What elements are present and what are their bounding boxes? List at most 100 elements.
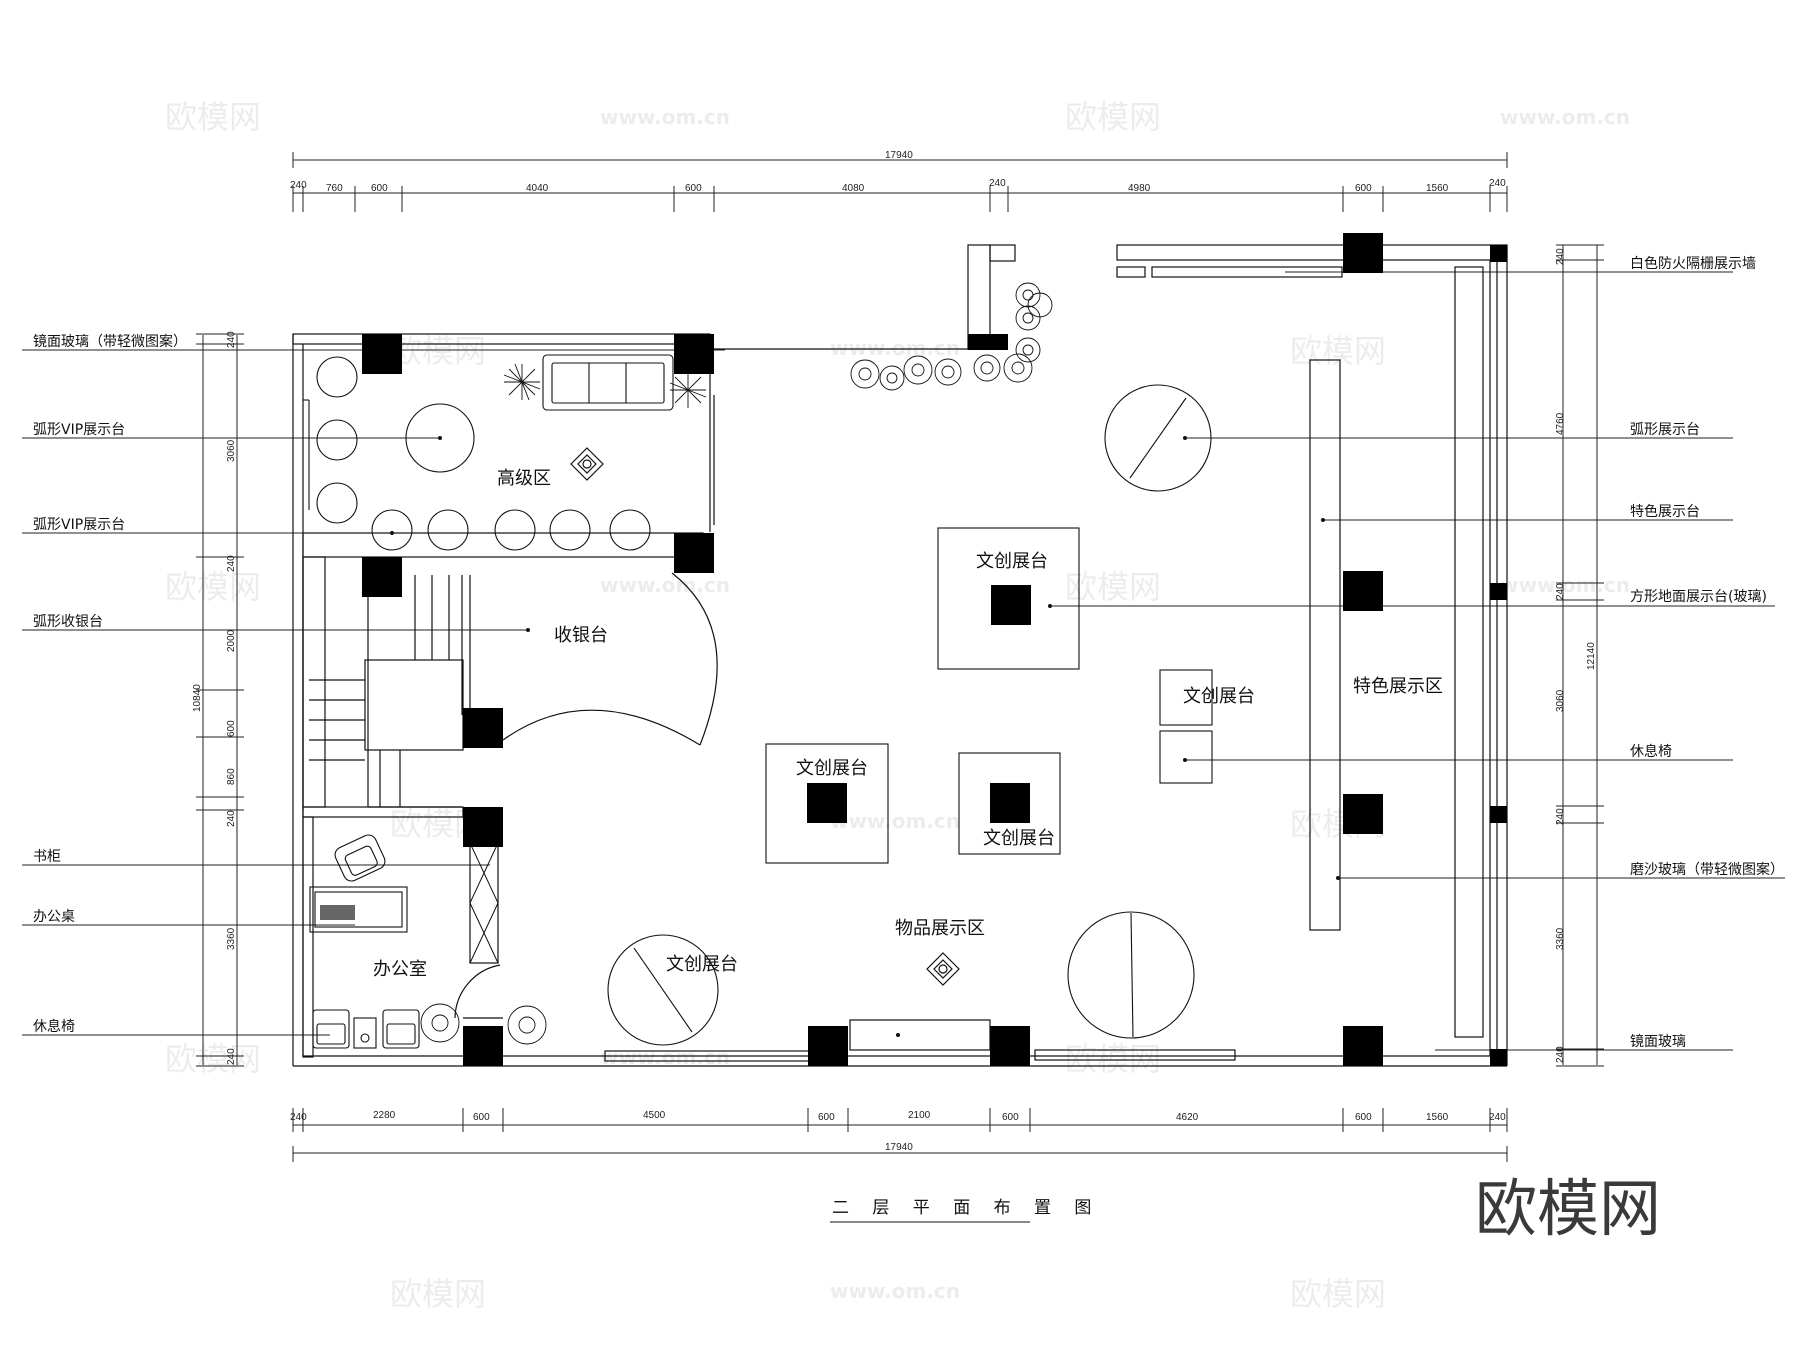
room-office: 办公室	[373, 959, 427, 980]
watermark-cn: 欧模网	[390, 1275, 486, 1313]
drawing-title: 二 层 平 面 布 置 图	[832, 1198, 1100, 1218]
brand-logo: 欧模网	[1475, 1172, 1661, 1245]
room-feature-display: 特色展示区	[1353, 676, 1443, 697]
dim-right: 240	[1555, 1046, 1566, 1063]
watermarks: 欧模网 www.om.cn 欧模网 www.om.cn 欧模网 www.om.c…	[165, 98, 1630, 1313]
dim-left: 600	[226, 720, 237, 737]
dim-top: 240	[1489, 178, 1506, 189]
right-dimensions	[1556, 244, 1604, 1067]
dim-top: 4080	[842, 183, 865, 194]
label-arc-display: 弧形展示台	[1630, 422, 1700, 438]
dim-bottom: 240	[290, 1112, 307, 1123]
creative-stand-label: 文创展台	[796, 758, 868, 779]
label-office-desk: 办公桌	[33, 909, 75, 925]
dim-left: 3060	[226, 439, 237, 462]
label-mirror-glass: 镜面玻璃（带轻微图案）	[33, 333, 187, 350]
dim-bottom: 1560	[1426, 1112, 1449, 1123]
creative-stand-label: 文创展台	[666, 954, 738, 975]
dim-top: 600	[685, 183, 702, 194]
dim-left-total: 10840	[192, 684, 203, 712]
office-furniture	[309, 834, 420, 1049]
dim-bottom: 2100	[908, 1110, 931, 1121]
dim-right-total: 12140	[1586, 642, 1597, 670]
watermark-cn: 欧模网	[165, 98, 261, 136]
watermark-en: www.om.cn	[830, 809, 960, 833]
creative-stand-label: 文创展台	[1183, 686, 1255, 707]
dim-bottom: 600	[473, 1112, 490, 1123]
dim-right: 240	[1555, 583, 1566, 600]
creative-stand-label: 文创展台	[976, 551, 1048, 572]
dim-left: 240	[226, 810, 237, 827]
dim-bottom: 600	[1355, 1112, 1372, 1123]
dim-top-total: 17940	[885, 150, 913, 161]
structural-columns	[362, 233, 1507, 1066]
watermark-en: www.om.cn	[830, 1279, 960, 1303]
label-fire-grille-wall: 白色防火隔栅展示墙	[1630, 255, 1756, 272]
watermark-cn: 欧模网	[1065, 98, 1161, 136]
watermark-cn: 欧模网	[165, 1040, 261, 1078]
dim-top: 4040	[526, 183, 549, 194]
label-frosted-glass: 磨沙玻璃（带轻微图案）	[1630, 861, 1784, 878]
top-dimensions	[292, 152, 1508, 212]
label-feature-display: 特色展示台	[1630, 503, 1700, 520]
watermark-cn: 欧模网	[1065, 1040, 1161, 1078]
label-rest-chair: 休息椅	[1630, 743, 1672, 760]
dim-left: 240	[226, 331, 237, 348]
leader-dots	[390, 436, 1340, 1037]
watermark-en: www.om.cn	[600, 105, 730, 129]
premium-furniture	[303, 354, 674, 551]
dim-bottom: 4500	[643, 1110, 666, 1121]
label-mirror-glass: 镜面玻璃	[1630, 1033, 1686, 1050]
dim-bottom: 240	[1489, 1112, 1506, 1123]
watermark-cn: 欧模网	[1290, 1275, 1386, 1313]
room-cashier: 收银台	[554, 625, 608, 646]
left-dimensions	[196, 333, 244, 1067]
bottom-dimensions	[292, 1108, 1508, 1162]
dim-left: 2000	[226, 629, 237, 652]
watermark-en: www.om.cn	[1500, 105, 1630, 129]
creative-stand-label: 文创展台	[983, 828, 1055, 849]
dim-top: 600	[371, 183, 388, 194]
dim-right: 3060	[1555, 689, 1566, 712]
display-stands	[607, 384, 1213, 1046]
dim-top: 1560	[1426, 183, 1449, 194]
plants	[420, 282, 1053, 1045]
room-premium: 高级区	[497, 468, 551, 489]
label-bookcase: 书柜	[33, 849, 61, 865]
dim-right: 240	[1555, 808, 1566, 825]
room-items-display: 物品展示区	[895, 918, 985, 939]
display-stand-cores	[807, 585, 1031, 823]
label-rest-chair: 休息椅	[33, 1018, 75, 1035]
watermark-cn: 欧模网	[1290, 332, 1386, 370]
label-cashier-counter: 弧形收银台	[33, 614, 103, 630]
cashier-counter	[502, 572, 718, 746]
watermark-en: www.om.cn	[600, 1045, 730, 1069]
dim-bottom: 4620	[1176, 1112, 1199, 1123]
dim-right: 3360	[1555, 927, 1566, 950]
dim-left: 240	[226, 1048, 237, 1065]
leader-lines	[22, 271, 1785, 1051]
watermark-cn: 欧模网	[390, 332, 486, 370]
dim-left: 860	[226, 768, 237, 785]
watermark-en: www.om.cn	[600, 573, 730, 597]
dim-left: 3360	[226, 927, 237, 950]
dim-top: 600	[1355, 183, 1372, 194]
dim-bottom: 600	[1002, 1112, 1019, 1123]
dim-right: 4760	[1555, 412, 1566, 435]
dim-left: 240	[226, 555, 237, 572]
watermark-cn: 欧模网	[165, 568, 261, 606]
label-vip-display: 弧形VIP展示台	[33, 422, 125, 438]
dim-bottom: 2280	[373, 1110, 396, 1121]
dim-bottom: 600	[818, 1112, 835, 1123]
watermark-en: www.om.cn	[830, 336, 960, 360]
label-vip-display: 弧形VIP展示台	[33, 517, 125, 533]
watermark-cn: 欧模网	[1065, 568, 1161, 606]
bookcase	[469, 842, 499, 964]
dim-bottom-total: 17940	[885, 1142, 913, 1153]
dim-top: 760	[326, 183, 343, 194]
dim-top: 240	[989, 178, 1006, 189]
dim-top: 4980	[1128, 183, 1151, 194]
dim-right: 240	[1555, 248, 1566, 265]
dim-top: 240	[290, 180, 307, 191]
